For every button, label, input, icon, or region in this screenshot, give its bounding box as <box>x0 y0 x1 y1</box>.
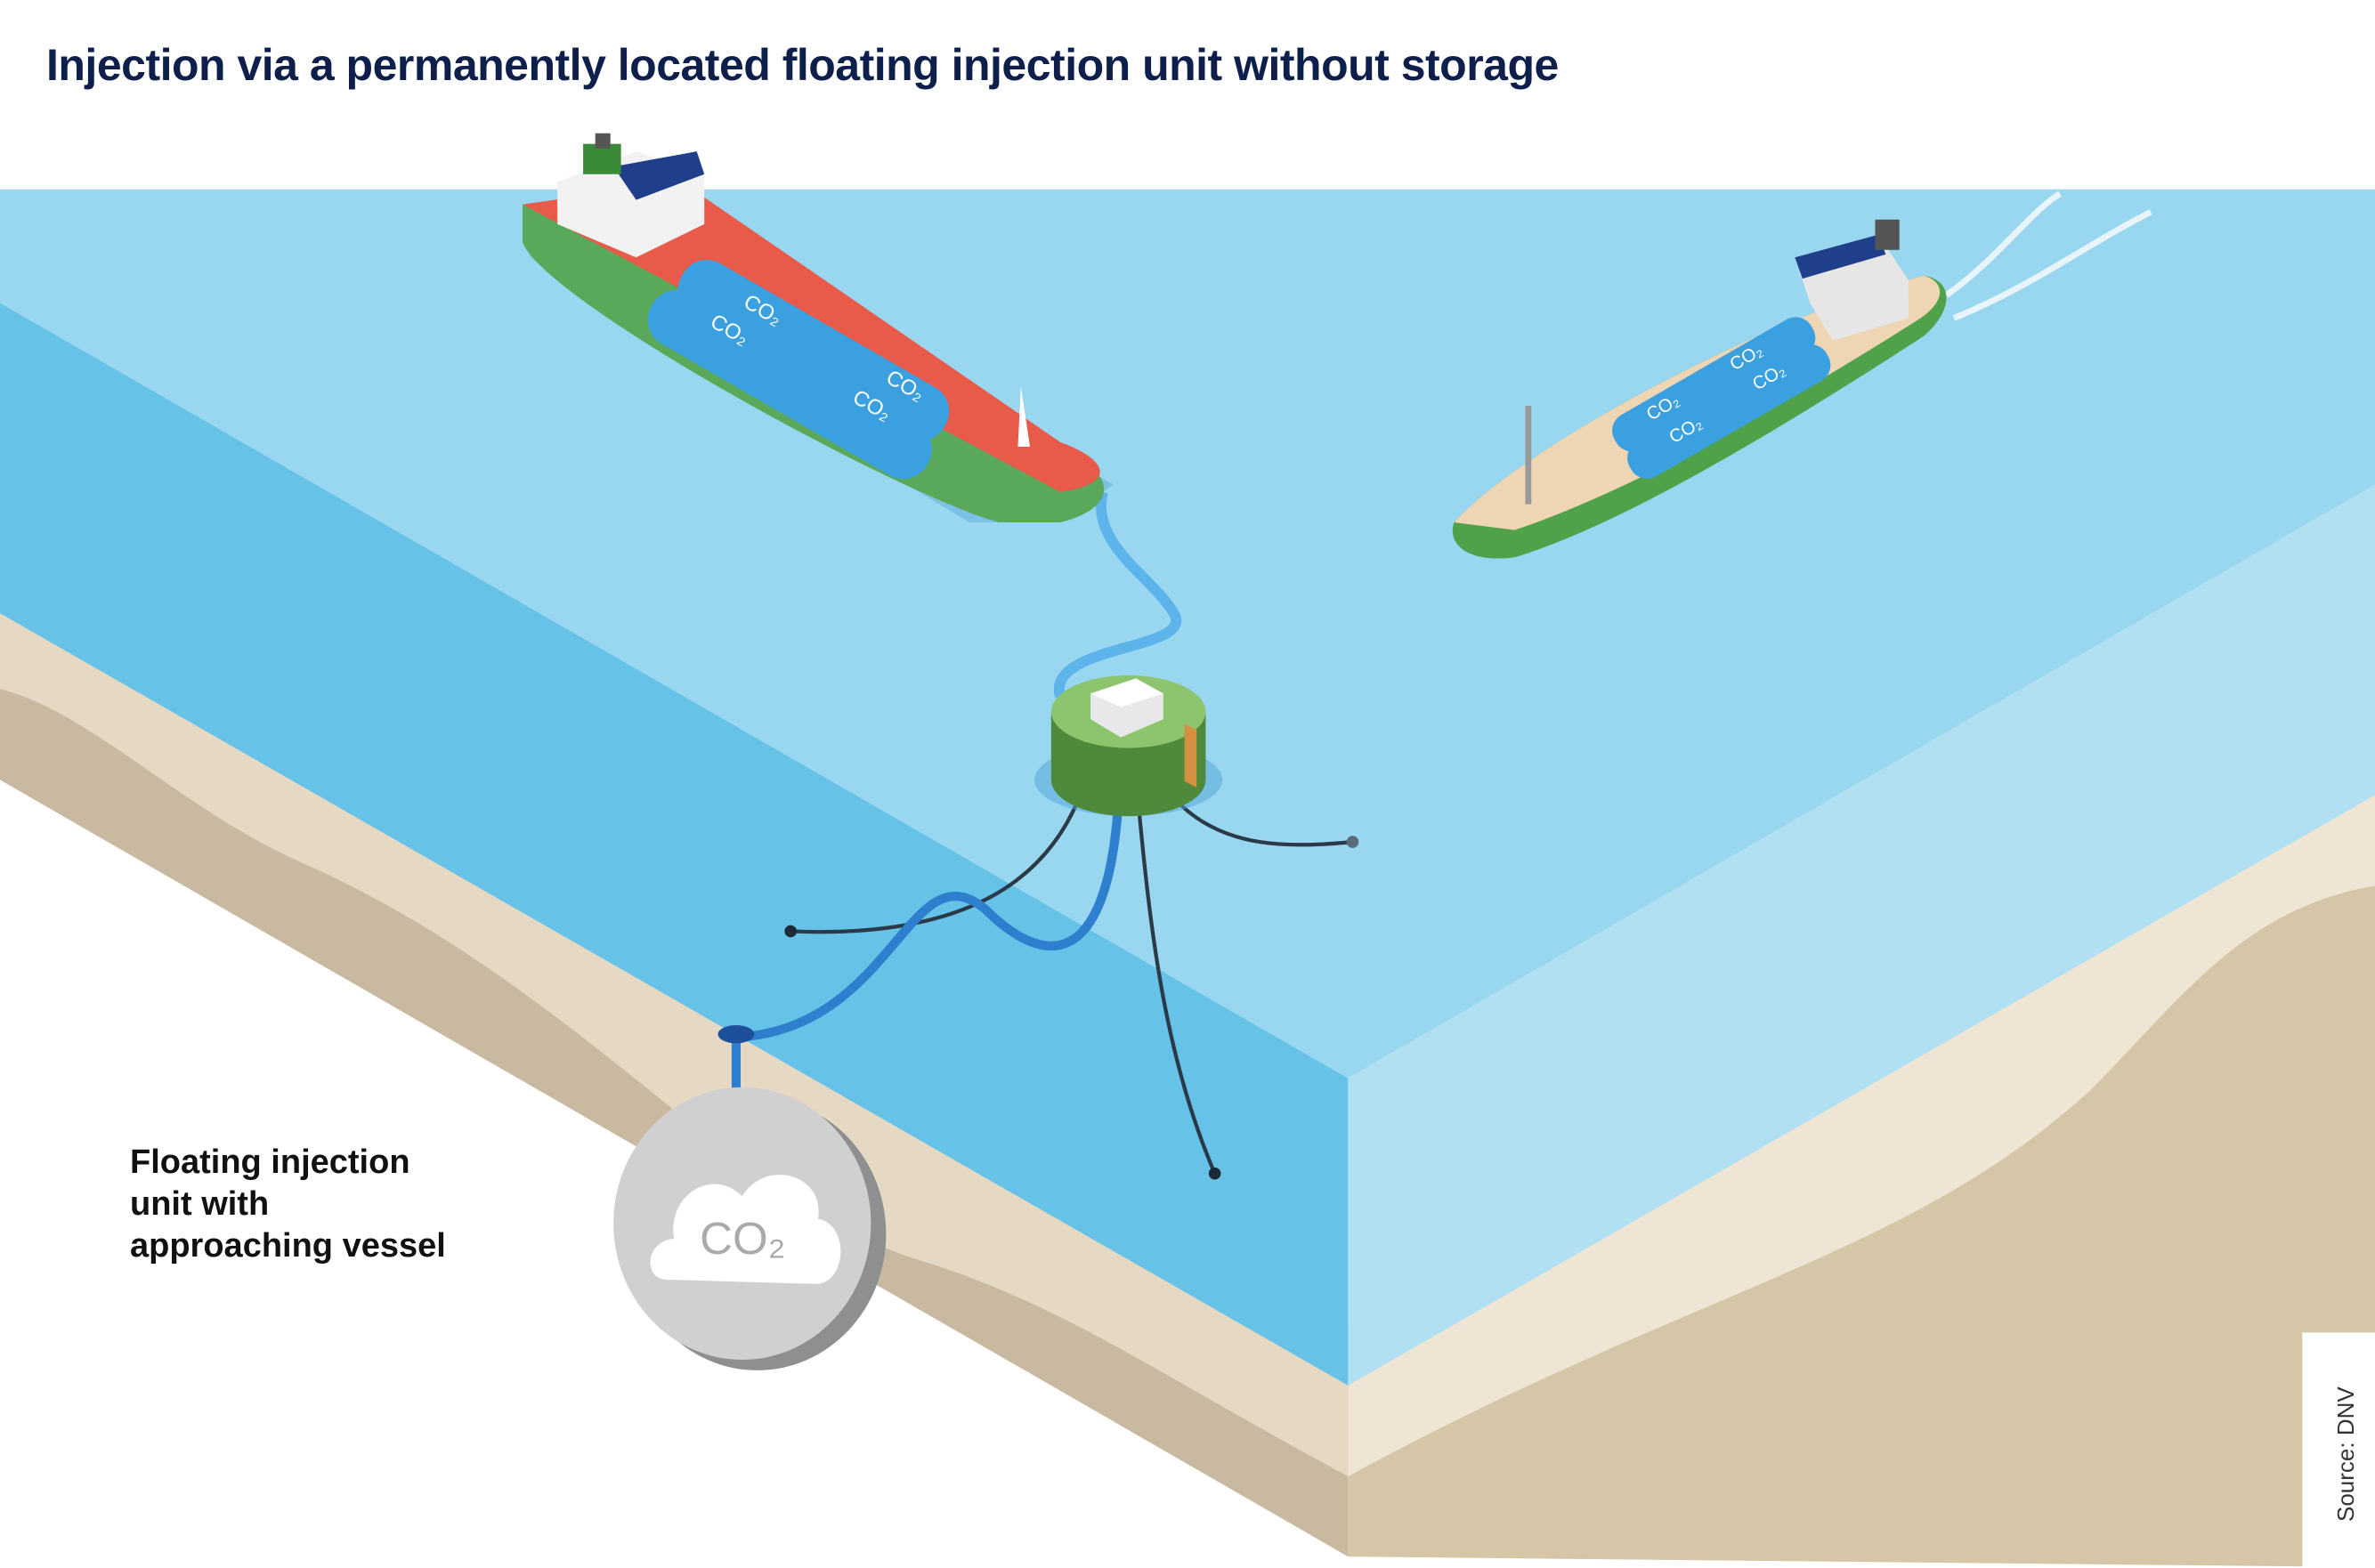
co2-carrier-moored: CO₂ CO₂ CO₂ CO₂ <box>523 133 1114 523</box>
page-title: Injection via a permanently located floa… <box>46 40 1559 90</box>
seabed-left-light <box>0 613 1349 1477</box>
mooring-lines <box>790 798 1353 1175</box>
source-credit: Source: DNV <box>2332 1386 2359 1522</box>
reservoir-label: CO₂ <box>700 1213 785 1264</box>
co2-reservoir: CO₂ <box>613 1087 887 1370</box>
riser-pipe <box>735 809 1123 1042</box>
co2-carrier-approaching: CO₂ CO₂ CO₂ CO₂ <box>1452 190 2152 559</box>
floating-injection-unit <box>1034 675 1223 817</box>
seabed-right-light <box>1348 795 2375 1477</box>
sea-left-face <box>0 303 1349 1386</box>
transfer-hose <box>1054 490 1182 699</box>
caption-label: Floating injection unit with approaching… <box>130 1144 446 1265</box>
sea-right-face <box>1348 484 2375 1386</box>
